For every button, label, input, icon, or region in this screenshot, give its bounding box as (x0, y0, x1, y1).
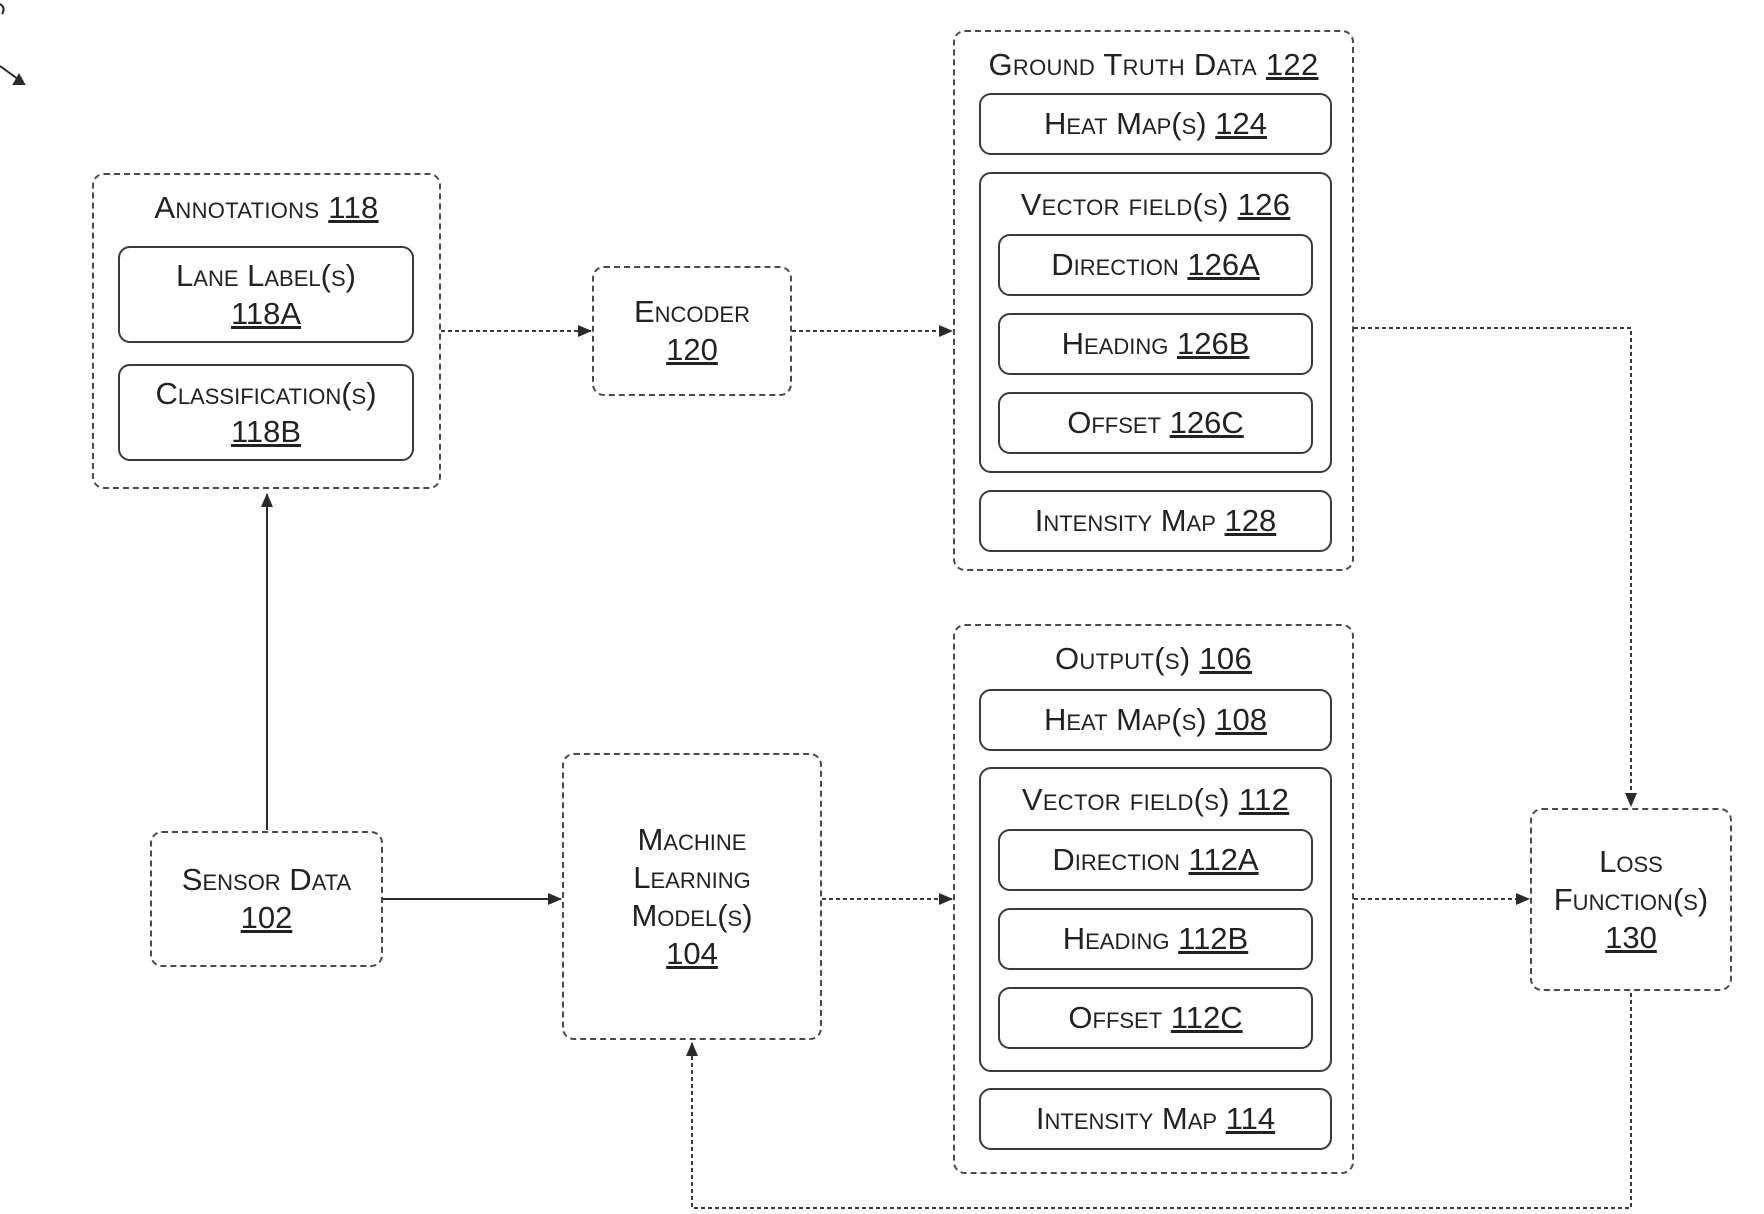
out-intensity-map-box: Intensity Map 114 (979, 1088, 1332, 1150)
ground-truth-title: Ground Truth Data 122 (955, 46, 1352, 84)
out-offset-box: Offset 112C (998, 987, 1313, 1049)
encoder-box: Encoder 120 (592, 266, 792, 396)
out-heading-box: Heading 112B (998, 908, 1313, 970)
loss-function-box: Loss Function(s) 130 (1530, 808, 1732, 991)
annotations-group: Annotations 118 Lane Label(s) 118A Class… (92, 173, 441, 489)
ground-truth-group: Ground Truth Data 122 Heat Map(s) 124 Ve… (953, 30, 1354, 571)
gt-heat-maps-box: Heat Map(s) 124 (979, 93, 1332, 155)
gt-offset-box: Offset 126C (998, 392, 1313, 454)
gt-vector-fields-group: Vector field(s) 126 Direction 126A Headi… (979, 172, 1332, 473)
sensor-data-box: Sensor Data 102 (150, 831, 383, 967)
arrow-ground-truth-to-loss (1354, 328, 1631, 806)
gt-vector-fields-title: Vector field(s) 126 (981, 186, 1330, 224)
out-vector-fields-group: Vector field(s) 112 Direction 112A Headi… (979, 767, 1332, 1072)
annotations-title: Annotations 118 (94, 189, 439, 227)
ml-model-box: Machine Learning Model(s) 104 (562, 753, 822, 1040)
out-vector-fields-title: Vector field(s) 112 (981, 781, 1330, 819)
gt-direction-box: Direction 126A (998, 234, 1313, 296)
outputs-title: Output(s) 106 (955, 640, 1352, 678)
lane-labels-box: Lane Label(s) 118A (118, 246, 414, 343)
gt-intensity-map-box: Intensity Map 128 (979, 490, 1332, 552)
out-heat-maps-box: Heat Map(s) 108 (979, 689, 1332, 751)
classifications-box: Classification(s) 118B (118, 364, 414, 461)
figure-corner-mark (0, 4, 24, 84)
out-direction-box: Direction 112A (998, 829, 1313, 891)
gt-heading-box: Heading 126B (998, 313, 1313, 375)
outputs-group: Output(s) 106 Heat Map(s) 108 Vector fie… (953, 624, 1354, 1174)
